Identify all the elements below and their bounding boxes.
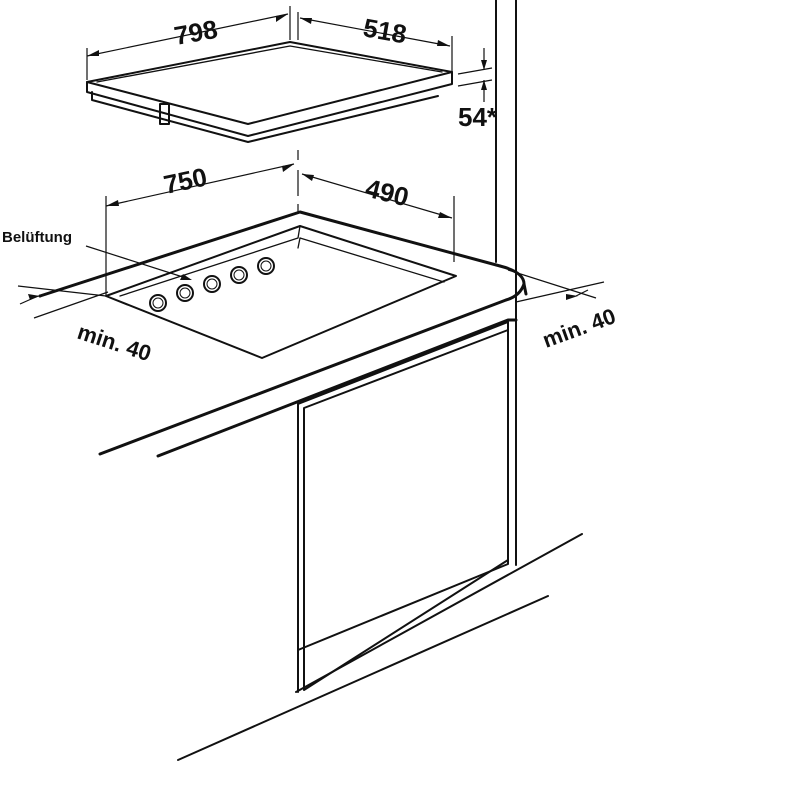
cutout-depth-label: 490	[363, 173, 412, 213]
vent-hole	[176, 284, 194, 302]
wall	[495, 0, 517, 566]
hob-depth-label: 518	[361, 12, 409, 49]
worktop	[38, 210, 528, 458]
hob-width-label: 798	[172, 14, 220, 51]
vent-hole	[257, 257, 275, 275]
ventilation-holes	[149, 257, 275, 312]
cutout-width-label: 750	[161, 162, 210, 200]
clearance-left-dimension	[17, 285, 109, 319]
clearance-right-dimension	[507, 269, 605, 303]
vent-hole	[203, 275, 221, 293]
cabinet	[297, 321, 509, 693]
hob	[86, 41, 453, 143]
floor	[177, 533, 583, 761]
hob-dimensions	[86, 6, 493, 102]
ventilation-leader	[85, 245, 192, 280]
vent-hole	[149, 294, 167, 312]
ventilation-label: Belüftung	[2, 229, 72, 246]
cutout-opening	[105, 225, 457, 359]
clearance-left-label: min. 40	[74, 319, 154, 366]
vent-hole	[230, 266, 248, 284]
hob-height-label: 54*	[458, 102, 498, 132]
clearance-right-label: min. 40	[539, 303, 619, 352]
cutout-dimensions	[105, 163, 455, 296]
